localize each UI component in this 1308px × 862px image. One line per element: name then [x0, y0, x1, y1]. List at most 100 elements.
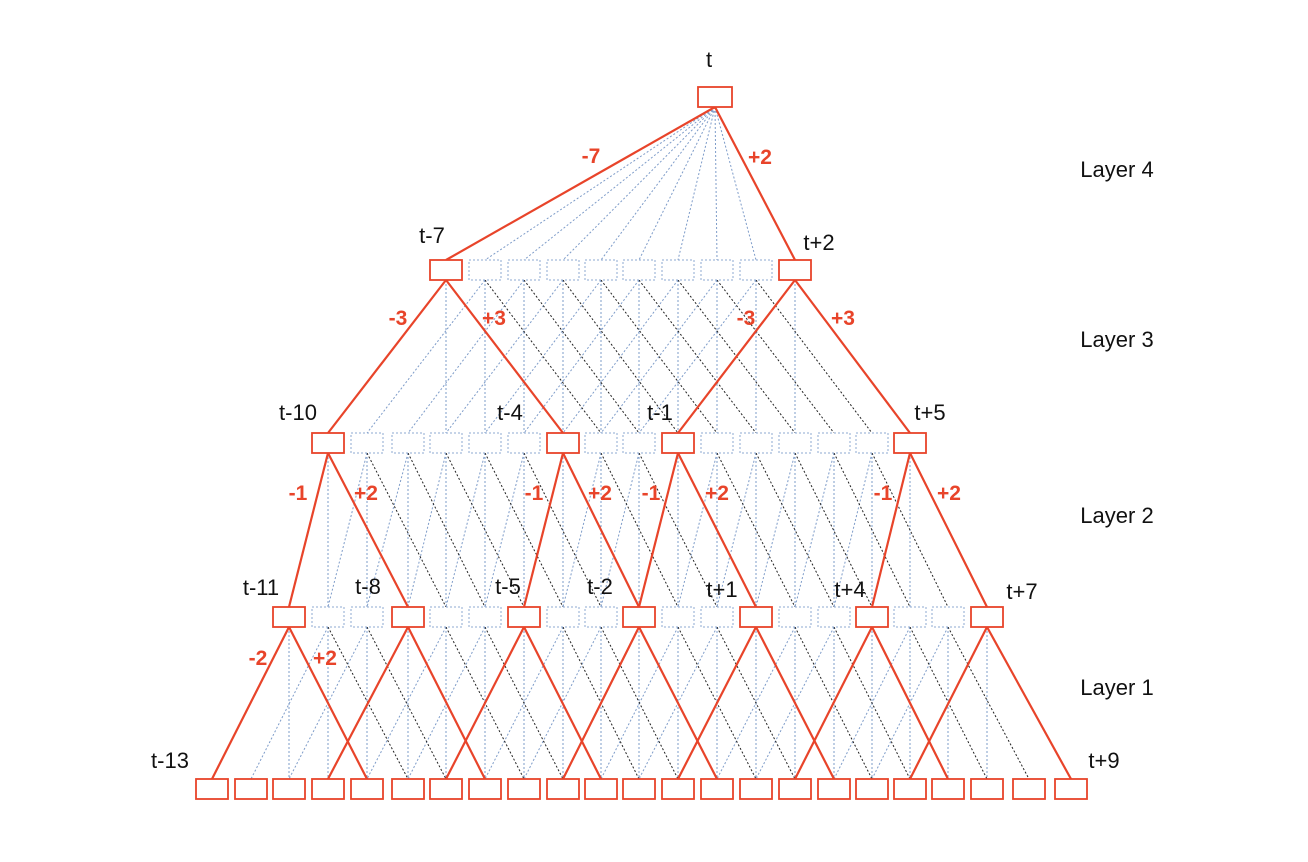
layer1-node	[429, 606, 463, 628]
edge-l2	[407, 452, 447, 608]
nodes	[195, 86, 1088, 800]
edge-l1	[484, 626, 564, 780]
edge-l2-highlight	[327, 452, 409, 608]
edge-l4	[714, 106, 757, 261]
edge-l2	[366, 452, 447, 608]
edge-l1-highlight	[755, 626, 835, 780]
input-node	[391, 778, 425, 800]
input-node	[700, 778, 734, 800]
input-node	[1054, 778, 1088, 800]
label-layer1-f: t+4	[834, 577, 865, 602]
layer2-node	[700, 432, 734, 454]
offset-layer2-7: -1	[874, 482, 893, 505]
edge-l4-highlight	[714, 106, 796, 261]
offset-layer4-right: +2	[748, 146, 772, 169]
layer2-node	[350, 432, 384, 454]
edge-l1	[600, 626, 679, 780]
edge-l2	[638, 452, 718, 608]
layer2-node	[429, 432, 463, 454]
input-node	[195, 778, 229, 800]
edge-l2	[484, 452, 525, 608]
edge-l4	[484, 106, 716, 261]
input-node	[546, 778, 580, 800]
edge-l2-highlight	[637, 452, 680, 608]
edge-l3	[484, 279, 602, 434]
layer1-node	[468, 606, 502, 628]
edge-l3-highlight	[327, 279, 447, 434]
layer3-node	[507, 259, 541, 281]
edge-l2	[327, 452, 368, 608]
layer1-node	[661, 606, 695, 628]
layer3-node	[739, 259, 773, 281]
edge-l2	[445, 452, 525, 608]
edge-l3	[638, 279, 757, 434]
layer-label-4: Layer 4	[1080, 157, 1153, 182]
layer1-node	[700, 606, 734, 628]
edge-l4	[714, 106, 718, 261]
layer2-node	[622, 432, 656, 454]
label-layer2-d: t+5	[914, 400, 945, 425]
layer1-node-active	[272, 606, 306, 628]
label-layer1-c: t-5	[495, 574, 521, 599]
layer1-node	[817, 606, 851, 628]
layer-label-2: Layer 2	[1080, 503, 1153, 528]
edge-l4	[677, 106, 716, 261]
input-node	[272, 778, 306, 800]
label-layer1-g: t+7	[1006, 579, 1037, 604]
highlight-connections	[211, 106, 1072, 780]
layer-label-1: Layer 1	[1080, 675, 1153, 700]
edge-l1-highlight	[562, 626, 640, 780]
edge-l4	[523, 106, 716, 261]
edge-l2	[600, 452, 679, 608]
label-layer2-c: t-1	[647, 400, 673, 425]
edge-l1-highlight	[523, 626, 602, 780]
edge-l2	[833, 452, 911, 608]
edge-l2	[445, 452, 486, 608]
edge-l2-highlight	[522, 452, 565, 608]
layer2-node-active	[661, 432, 695, 454]
label-layer2-b: t-4	[497, 400, 523, 425]
offset-layer3-1: -3	[389, 307, 408, 330]
layer3-node-active	[778, 259, 812, 281]
input-node	[661, 778, 695, 800]
offset-layer1-left: -2	[249, 647, 268, 670]
layer1-node-active	[622, 606, 656, 628]
layer1-node-active	[507, 606, 541, 628]
input-node	[429, 778, 463, 800]
label-input-last: t+9	[1088, 748, 1119, 773]
layer3-node	[468, 259, 502, 281]
offset-layer2-1: -1	[289, 482, 308, 505]
edge-l2	[716, 452, 796, 608]
layer2-node	[584, 432, 618, 454]
layer1-node-active	[391, 606, 425, 628]
layer2-node	[817, 432, 851, 454]
edge-l4	[600, 106, 716, 261]
edge-l2	[366, 452, 409, 608]
label-layer1-e: t+1	[706, 577, 737, 602]
edge-l2	[677, 452, 718, 608]
edge-l1	[833, 626, 911, 780]
offset-layer2-8: +2	[937, 482, 961, 505]
input-node	[893, 778, 927, 800]
input-node	[1012, 778, 1046, 800]
edge-l2-highlight	[287, 452, 330, 608]
layer2-node-active	[893, 432, 927, 454]
edge-l2-highlight	[677, 452, 757, 608]
offset-layer2-6: +2	[705, 482, 729, 505]
input-node	[778, 778, 812, 800]
input-node	[350, 778, 384, 800]
layer3-node	[622, 259, 656, 281]
layer2-node	[739, 432, 773, 454]
edge-l3-highlight	[445, 279, 564, 434]
input-node	[931, 778, 965, 800]
layer1-node-active	[970, 606, 1004, 628]
layer1-node	[350, 606, 384, 628]
edge-l1-highlight	[871, 626, 949, 780]
layer1-node-active	[739, 606, 773, 628]
layer1-node-active	[855, 606, 889, 628]
edge-l1-highlight	[407, 626, 486, 780]
layer-label-3: Layer 3	[1080, 327, 1153, 352]
layer1-node	[893, 606, 927, 628]
input-node	[584, 778, 618, 800]
